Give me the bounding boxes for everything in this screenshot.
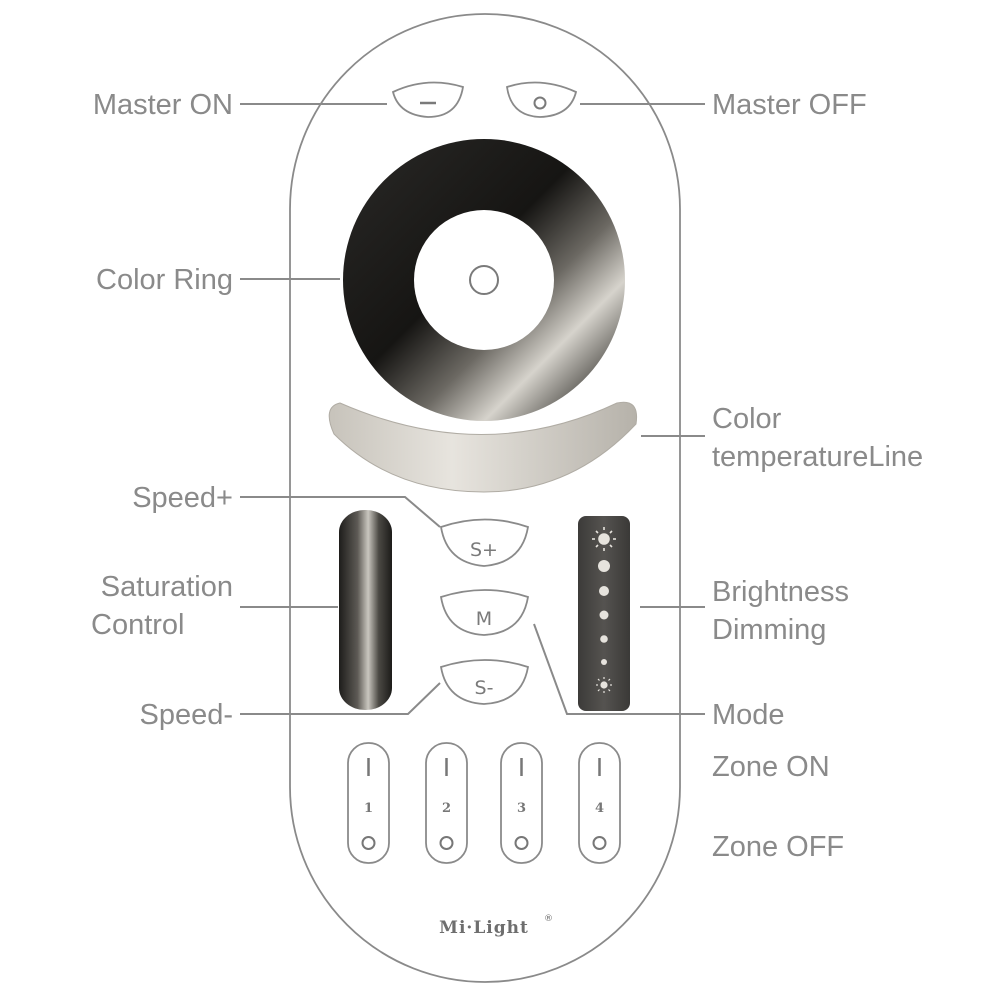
label-brightness-line1: Brightness	[712, 576, 849, 608]
speed-plus-glyph: S+	[470, 539, 498, 561]
zone-button-3[interactable]: 3	[500, 742, 543, 864]
speed-plus-button[interactable]: S+	[439, 518, 530, 567]
label-speed-minus: Speed-	[139, 699, 233, 731]
zone-off-icon[interactable]	[592, 836, 607, 850]
zone-off-icon[interactable]	[361, 836, 376, 850]
zone-number: 3	[517, 801, 526, 816]
brand-logo: Mi·Light	[439, 918, 529, 938]
brightness-dot	[600, 635, 608, 643]
brightness-slider[interactable]	[578, 516, 630, 711]
zone-off-icon[interactable]	[514, 836, 529, 850]
label-zone-off: Zone OFF	[712, 831, 844, 863]
color-temperature-bar[interactable]	[328, 401, 638, 493]
label-master-on: Master ON	[93, 89, 233, 121]
label-mode: Mode	[712, 699, 785, 731]
saturation-slider[interactable]	[339, 510, 392, 710]
color-ring-center	[414, 210, 554, 350]
speed-minus-button[interactable]: S-	[439, 659, 530, 705]
zone-button-2[interactable]: 2	[425, 742, 468, 864]
zone-button-1[interactable]: 1	[347, 742, 390, 864]
master-on-button[interactable]	[391, 81, 465, 118]
mode-glyph: M	[476, 608, 492, 630]
label-master-off: Master OFF	[712, 89, 867, 121]
label-speed-plus: Speed+	[132, 482, 233, 514]
brightness-dot	[601, 659, 607, 665]
label-saturation-line2: Control	[91, 609, 185, 641]
sun-small-icon	[596, 677, 612, 693]
label-saturation-line1: Saturation	[101, 571, 233, 603]
label-color-temperature-line1: Color	[712, 403, 782, 435]
zone-number: 1	[364, 801, 373, 816]
circle-off-icon	[533, 96, 547, 110]
sun-large-icon	[592, 527, 616, 551]
label-color-ring: Color Ring	[96, 264, 233, 296]
brightness-dot	[598, 560, 610, 572]
speed-minus-glyph: S-	[475, 677, 494, 699]
label-zone-on: Zone ON	[712, 751, 830, 783]
mode-button[interactable]: M	[439, 589, 530, 636]
label-brightness-line2: Dimming	[712, 614, 826, 646]
brightness-dot	[599, 586, 609, 596]
zone-button-4[interactable]: 4	[578, 742, 621, 864]
registered-mark: ®	[544, 914, 553, 924]
master-off-button[interactable]	[506, 81, 578, 118]
center-button-icon[interactable]	[469, 265, 499, 295]
brightness-dot	[599, 610, 609, 620]
color-ring[interactable]	[343, 139, 625, 421]
leader-lines	[240, 103, 705, 715]
label-color-temperature-line2: temperatureLine	[712, 441, 923, 473]
zone-number: 4	[595, 801, 604, 816]
zone-off-icon[interactable]	[439, 836, 454, 850]
zone-number: 2	[442, 801, 451, 816]
